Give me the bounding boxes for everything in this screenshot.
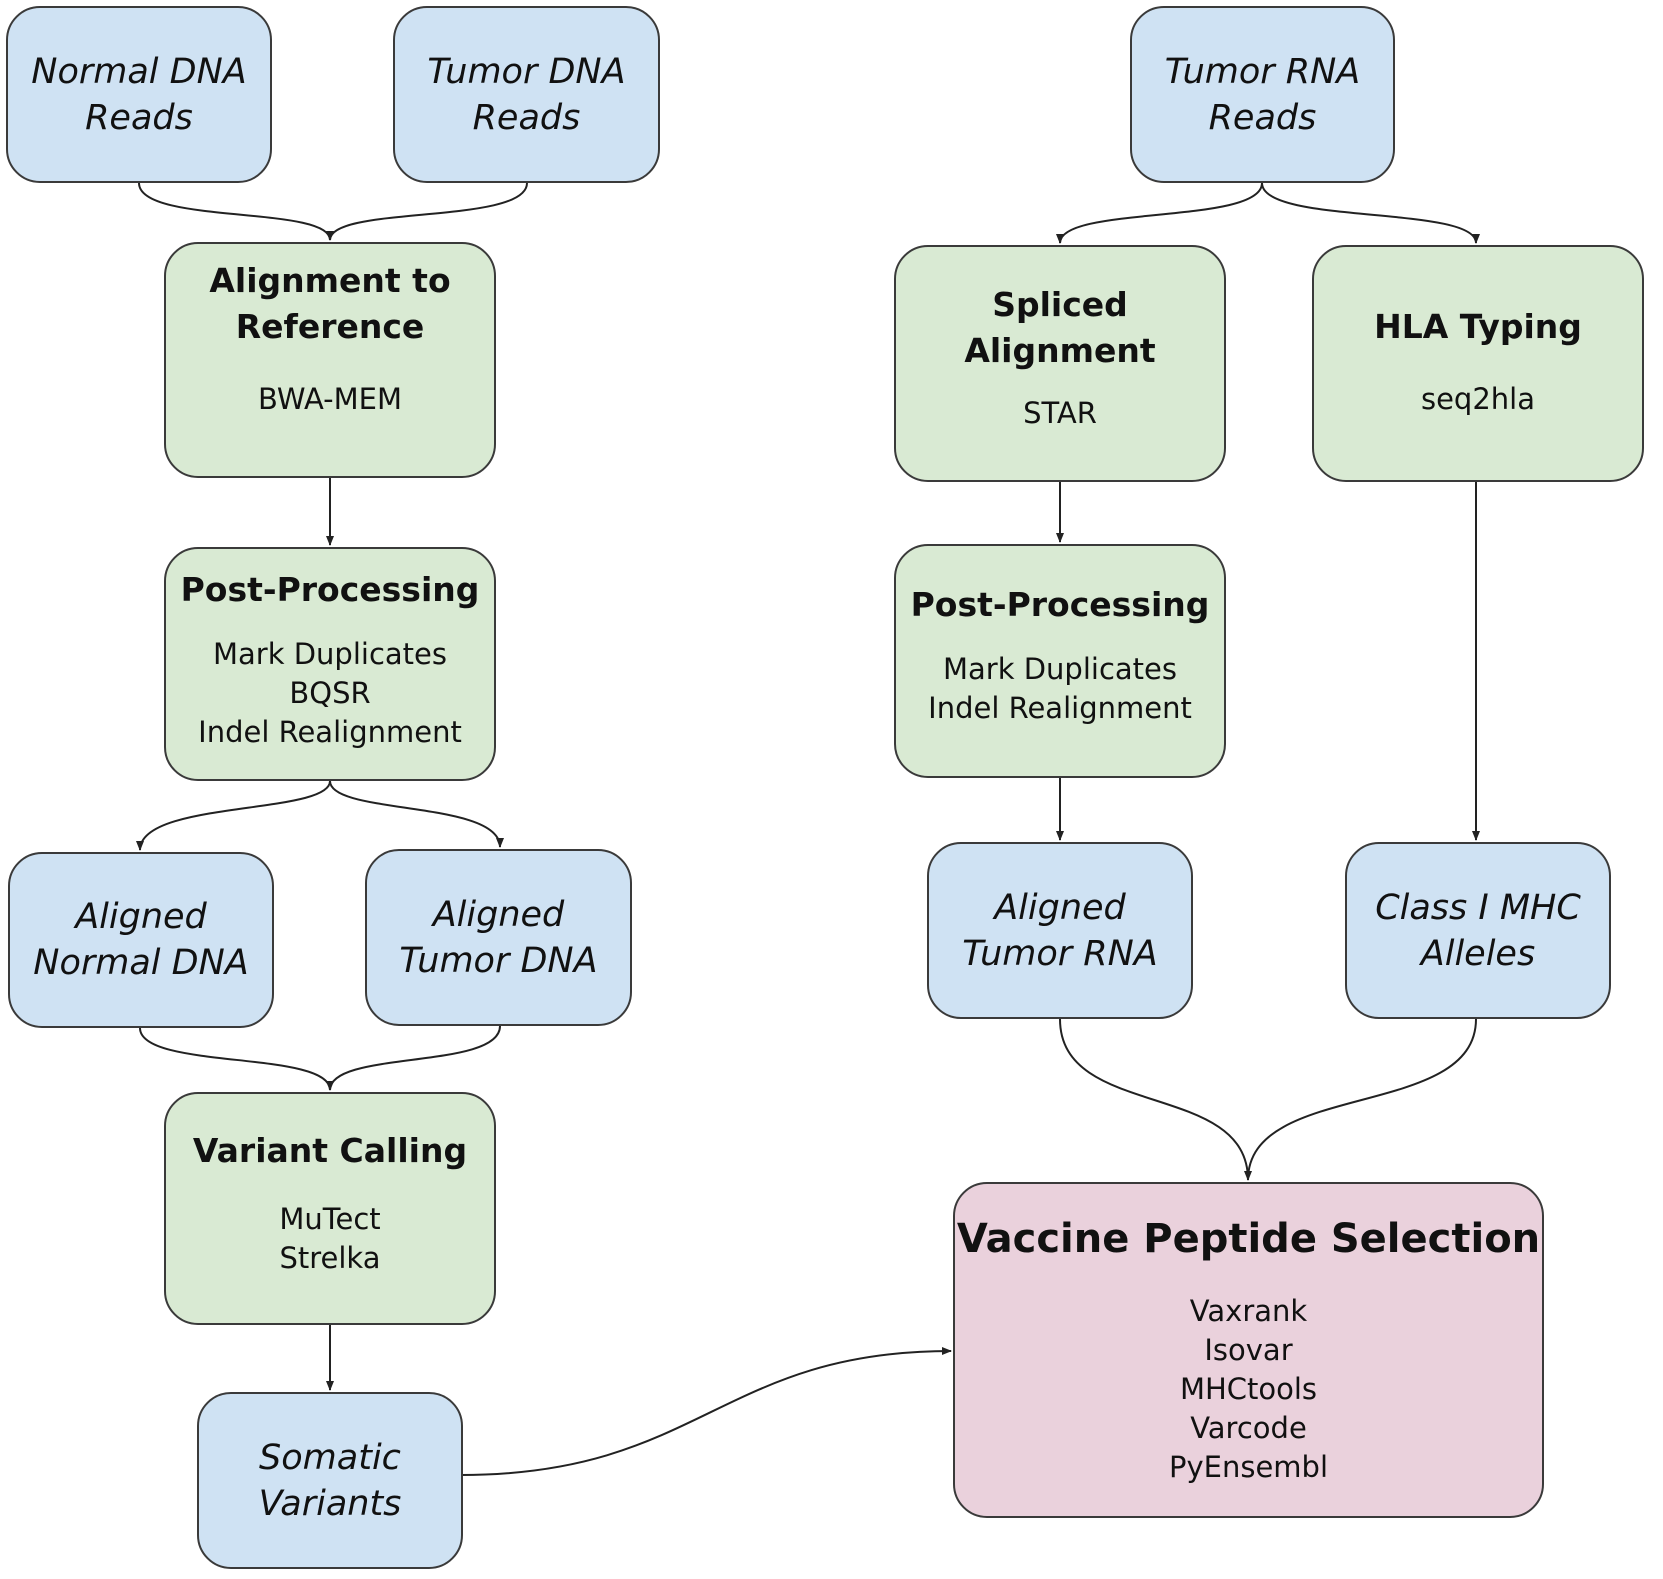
aligned-normal-dna-label: Aligned Normal DNA <box>33 897 249 983</box>
aligned-tumor-rna-node: Aligned Tumor RNA <box>927 842 1193 1019</box>
dna-postprocessing-tool: Indel Realignment <box>198 715 462 749</box>
normal-dna-reads-node: Normal DNA Reads <box>6 6 272 183</box>
mhc-alleles-node: Class I MHC Alleles <box>1345 842 1611 1019</box>
edge-somatic-to-vaccine <box>460 1347 952 1476</box>
edge-aligned-normal-to-variant-calling <box>139 1027 334 1091</box>
variant-calling-tool: MuTect <box>279 1202 381 1236</box>
vaccine-selection-tool: MHCtools <box>1179 1372 1318 1406</box>
normal-dna-reads-label: Normal DNA Reads <box>31 51 247 138</box>
edge-rna-reads-to-spliced <box>1056 182 1263 244</box>
rna-postprocessing-tool: Mark Duplicates <box>942 652 1177 686</box>
dna-postprocessing-tool: BQSR <box>289 676 371 710</box>
somatic-variants-node: Somatic Variants <box>197 1392 463 1569</box>
edge-aligned-tumor-to-variant-calling <box>329 1025 501 1091</box>
edge-tumor-reads-to-alignment <box>329 182 528 241</box>
dna-postprocessing-node: Post-Processing Mark Duplicates BQSR Ind… <box>164 547 496 781</box>
edge-postprocessing-to-aligned-normal <box>136 780 331 851</box>
rna-postprocessing-node: Post-Processing Mark Duplicates Indel Re… <box>894 544 1226 778</box>
dna-postprocessing-title: Post-Processing <box>180 570 480 609</box>
tumor-rna-reads-label: Tumor RNA Reads <box>1164 51 1361 138</box>
tumor-dna-reads-node: Tumor DNA Reads <box>393 6 660 183</box>
dna-alignment-tool: BWA-MEM <box>258 382 402 416</box>
rna-postprocessing-title: Post-Processing <box>910 585 1210 624</box>
spliced-alignment-node: Spliced Alignment STAR <box>894 245 1226 482</box>
aligned-normal-dna-node: Aligned Normal DNA <box>8 852 274 1028</box>
vaccine-selection-tool: PyEnsembl <box>1168 1450 1329 1484</box>
spliced-alignment-title: Spliced Alignment <box>964 285 1156 370</box>
tumor-dna-reads-label: Tumor DNA Reads <box>427 51 626 138</box>
tumor-rna-reads-node: Tumor RNA Reads <box>1130 6 1395 183</box>
mhc-alleles-label: Class I MHC Alleles <box>1375 887 1581 974</box>
variant-calling-node: Variant Calling MuTect Strelka <box>164 1092 496 1325</box>
dna-postprocessing-tool: Mark Duplicates <box>212 637 447 671</box>
edge-aligned-rna-to-vaccine <box>1059 1018 1252 1181</box>
edge-normal-reads-to-alignment <box>138 182 334 241</box>
hla-typing-node: HLA Typing seq2hla <box>1312 245 1644 482</box>
variant-calling-tool: Strelka <box>279 1241 381 1275</box>
spliced-alignment-tool: STAR <box>1023 396 1097 430</box>
aligned-tumor-dna-node: Aligned Tumor DNA <box>365 849 632 1026</box>
dna-alignment-title: Alignment to Reference <box>209 261 451 346</box>
vaccine-peptide-selection-node: Vaccine Peptide Selection Vaxrank Isovar… <box>953 1182 1544 1518</box>
dna-alignment-node: Alignment to Reference BWA-MEM <box>164 242 496 478</box>
edge-postprocessing-to-aligned-tumor <box>329 780 504 848</box>
aligned-tumor-dna-label: Aligned Tumor DNA <box>399 894 598 981</box>
rna-postprocessing-tool: Indel Realignment <box>928 691 1192 725</box>
aligned-tumor-rna-label: Aligned Tumor RNA <box>962 887 1158 974</box>
vaccine-selection-tool: Isovar <box>1204 1333 1293 1367</box>
variant-calling-title: Variant Calling <box>192 1131 468 1170</box>
vaccine-peptide-selection-title: Vaccine Peptide Selection <box>956 1216 1541 1262</box>
hla-typing-tool: seq2hla <box>1420 382 1536 416</box>
vaccine-selection-tool: Vaxrank <box>1189 1294 1308 1328</box>
edge-rna-reads-to-hla <box>1261 182 1480 244</box>
hla-typing-title: HLA Typing <box>1374 307 1582 346</box>
vaccine-selection-tool: Varcode <box>1190 1411 1307 1445</box>
somatic-variants-label: Somatic Variants <box>258 1437 402 1524</box>
edge-mhc-alleles-to-vaccine <box>1247 1018 1477 1181</box>
